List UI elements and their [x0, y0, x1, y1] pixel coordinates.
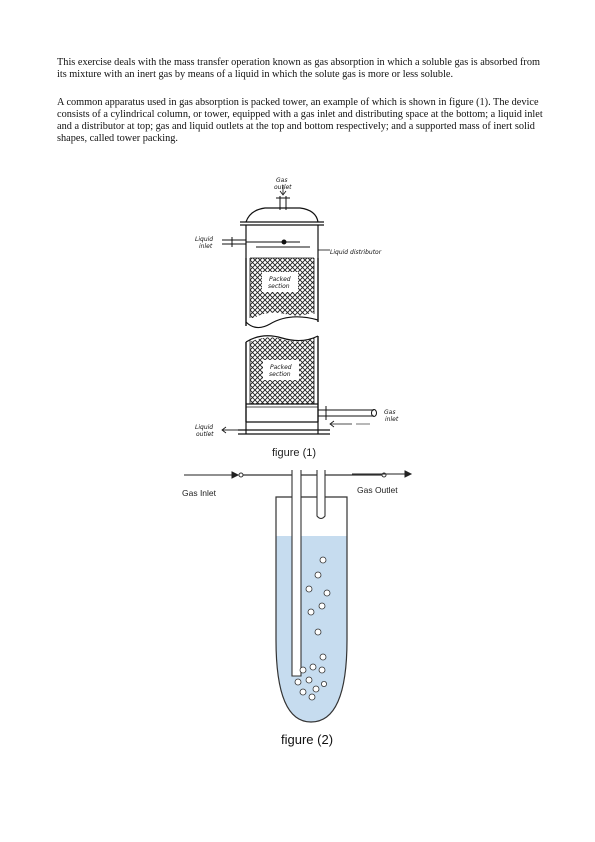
lower-packed-section: [245, 335, 319, 422]
figure-2-bubbler: Gas Inlet Gas Outlet: [182, 470, 413, 747]
gas-inlet-label: Gas Inlet: [182, 488, 217, 498]
gas-outlet-label-line2: outlet: [274, 184, 292, 191]
liquid-outlet-label-line1: Liquid: [195, 424, 213, 431]
inlet-tube: [291, 470, 302, 677]
figure-1-caption: figure (1): [272, 447, 316, 459]
gas-outlet-label: Gas Outlet: [357, 485, 398, 495]
apparatus-paragraph: A common apparatus used in gas absorptio…: [57, 97, 543, 145]
packed-section-top-label-line2: section: [268, 283, 290, 290]
tower-bottom: [221, 421, 330, 435]
liquid-inlet-label-line2: inlet: [199, 243, 213, 250]
liquid-inlet-pipe: [222, 237, 310, 248]
intro-paragraph: This exercise deals with the mass transf…: [57, 57, 540, 81]
upper-packed-section: [245, 257, 319, 329]
figure-1-packed-tower: Gas outlet Liquid inlet Liquid distribut…: [195, 177, 399, 459]
figure-2-caption: figure (2): [281, 732, 333, 747]
packed-section-top-label-line1: Packed: [269, 276, 291, 283]
outlet-tube: [316, 470, 326, 520]
gas-inlet-arrow: [184, 471, 240, 479]
gas-bubbles: [294, 556, 331, 701]
packed-section-bottom-label-line1: Packed: [270, 364, 292, 371]
packed-section-bottom-label-line2: section: [269, 371, 291, 378]
liquid-distributor-label: Liquid distributor: [330, 249, 382, 256]
gas-inlet-pipe: [318, 406, 377, 428]
gas-inlet-label-line2: inlet: [385, 416, 399, 423]
test-tube: [275, 496, 348, 723]
liquid-outlet-label-line2: outlet: [196, 431, 214, 438]
gas-outlet-label-line1: Gas: [276, 177, 287, 184]
gas-inlet-label-line1: Gas: [384, 409, 395, 416]
tower-top-head: [240, 207, 324, 258]
liquid-inlet-label-line1: Liquid: [195, 236, 213, 243]
gas-outlet-arrow: [352, 470, 413, 478]
